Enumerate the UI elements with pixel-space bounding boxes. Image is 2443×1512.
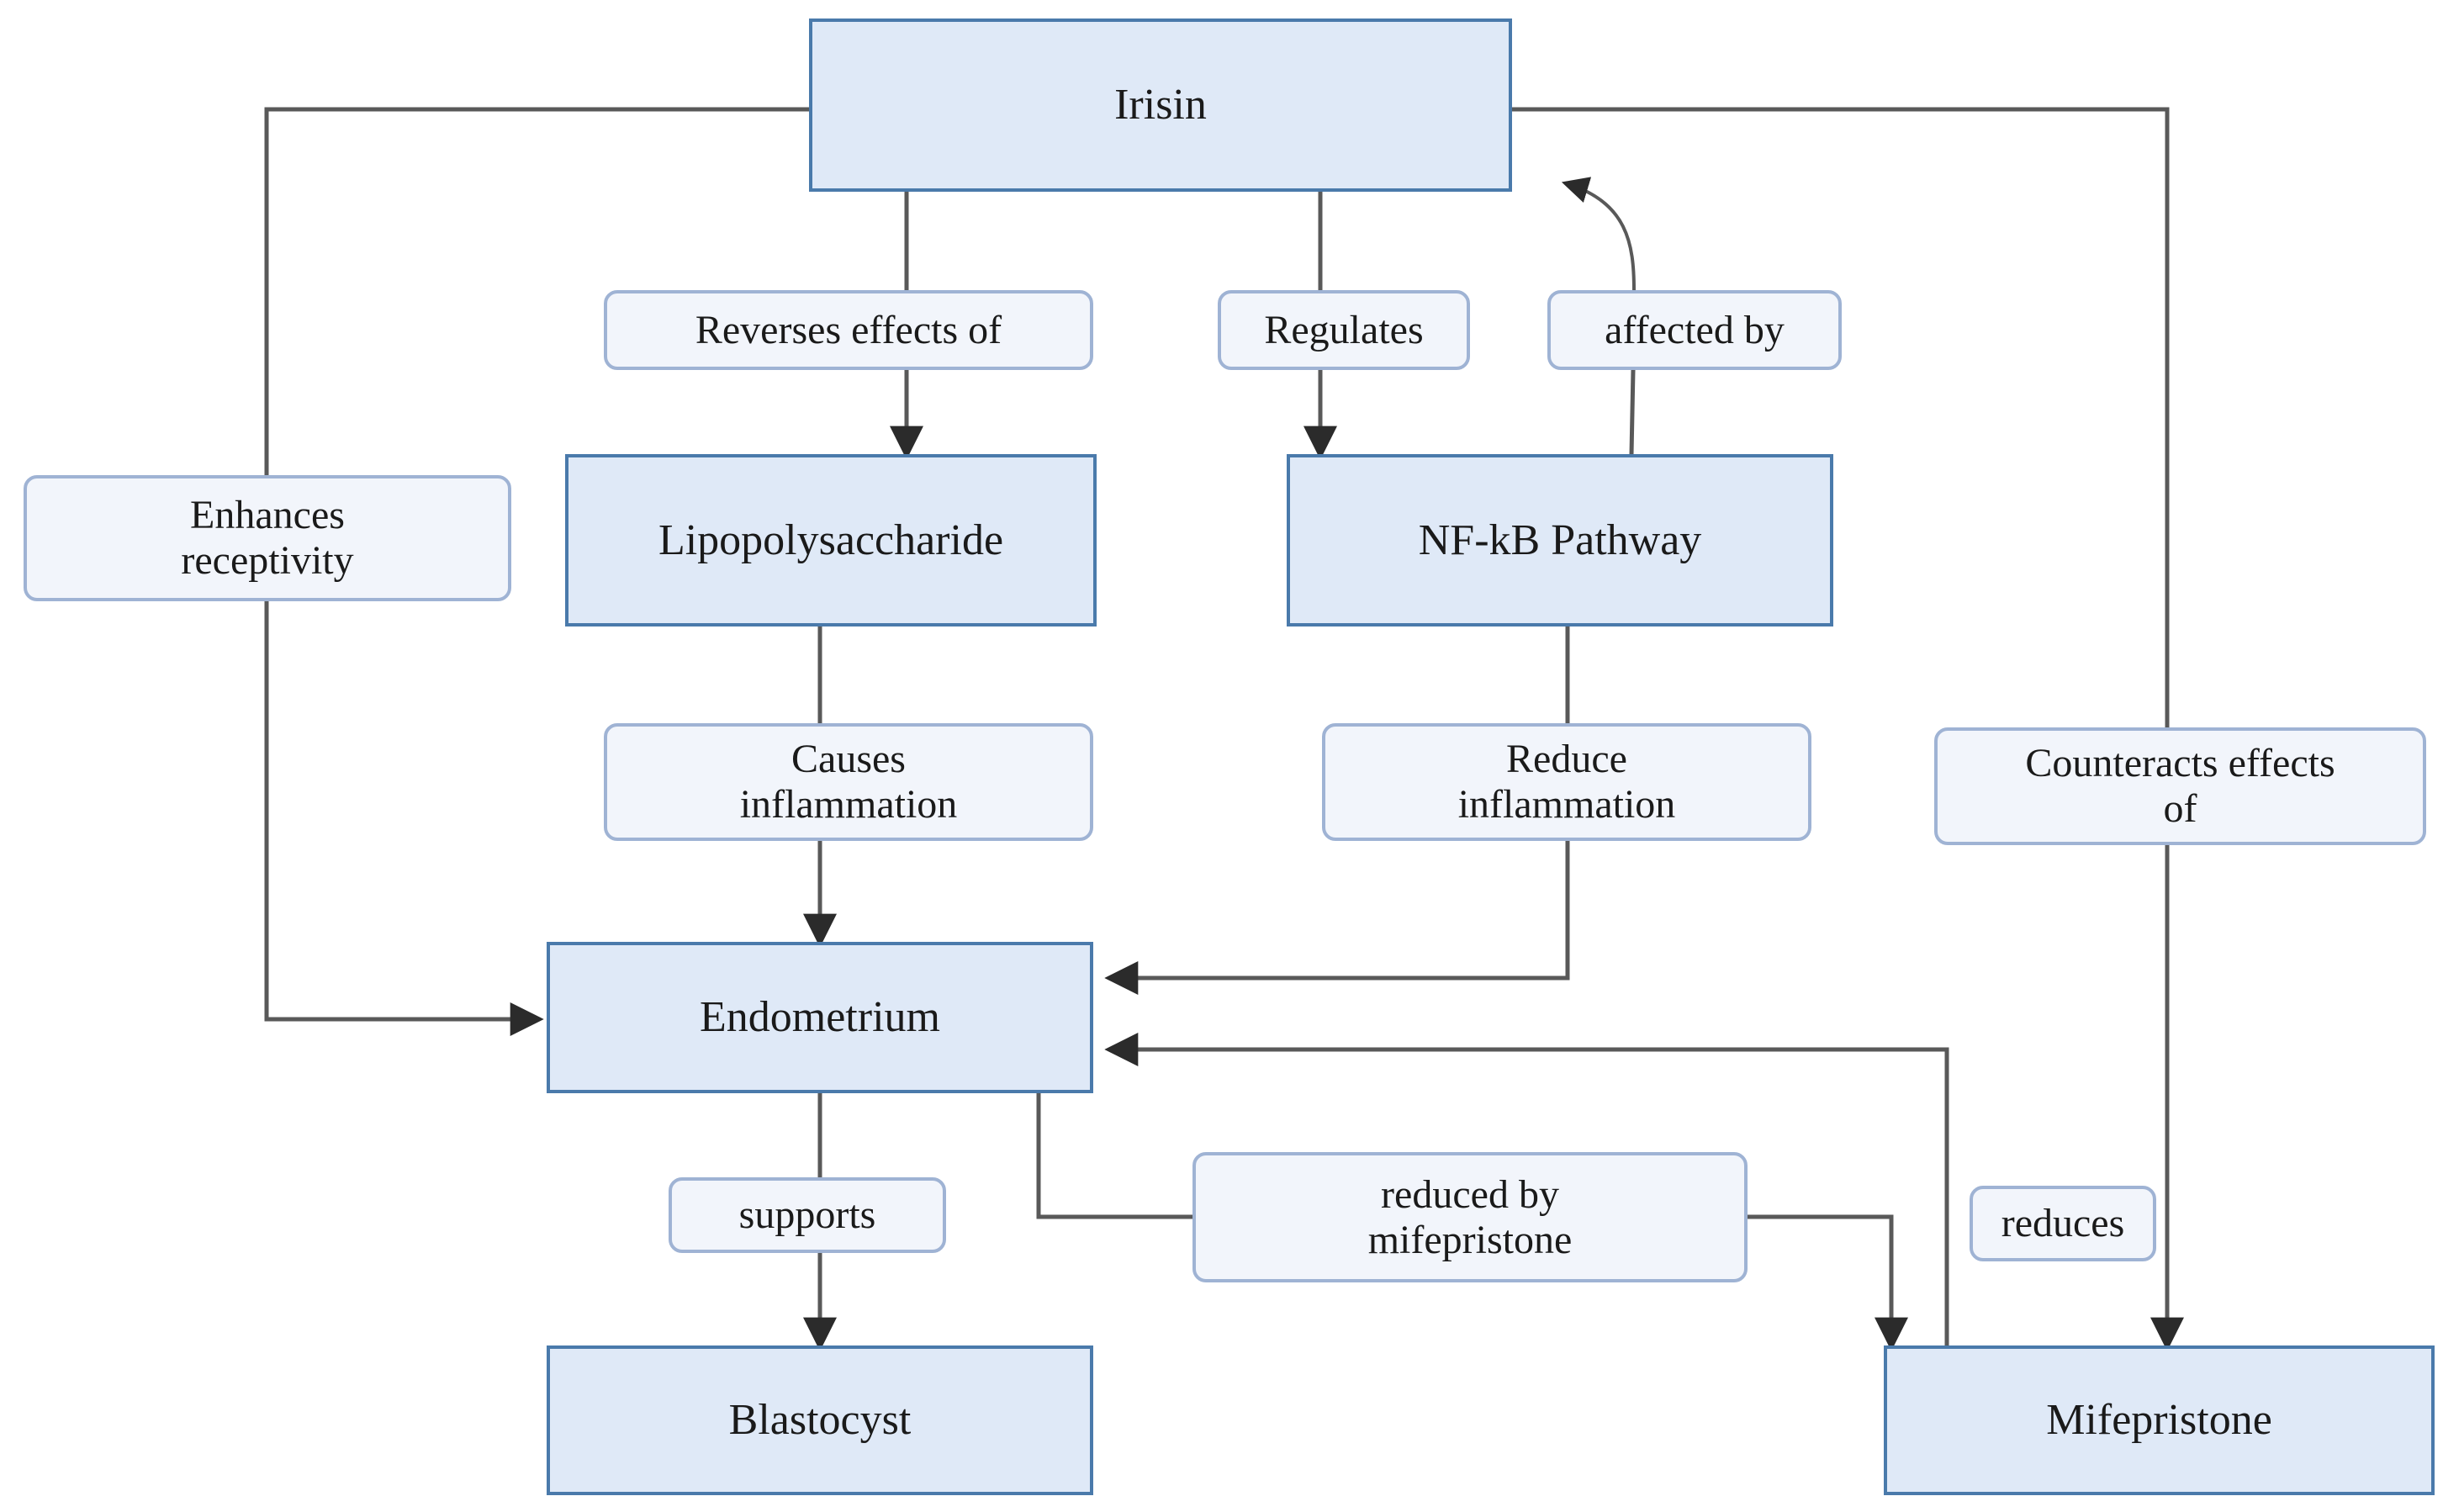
node-nfkb-pathway-label: NF-kB Pathway (1418, 515, 1702, 564)
node-endometrium-label: Endometrium (700, 993, 940, 1042)
label-reverses-effects-of[interactable]: Reverses effects of (604, 290, 1093, 370)
node-mifepristone-label: Mifepristone (2046, 1396, 2272, 1445)
label-causes-inflammation-line1: Causes (791, 737, 906, 782)
edge-reduce-endometrium (1104, 841, 1570, 995)
node-blastocyst[interactable]: Blastocyst (547, 1345, 1093, 1495)
label-causes-inflammation-line2: inflammation (739, 782, 958, 827)
node-lipopolysaccharide[interactable]: Lipopolysaccharide (565, 454, 1097, 626)
label-affected-by-text: affected by (1605, 307, 1785, 352)
label-reduces[interactable]: reduces (1970, 1186, 2156, 1261)
label-reduce-inflammation-line2: inflammation (1457, 782, 1676, 827)
label-affected-by[interactable]: affected by (1547, 290, 1842, 370)
node-irisin-label: Irisin (1114, 81, 1207, 130)
edge-affectedby-irisin (1561, 177, 1636, 291)
label-enhances-receptivity-line2: receptivity (181, 538, 354, 583)
label-reduced-by-mifepristone[interactable]: reduced by mifepristone (1192, 1152, 1748, 1282)
label-reduce-inflammation-line1: Reduce (1506, 737, 1627, 782)
label-enhances-receptivity[interactable]: Enhances receptivity (24, 475, 511, 601)
label-supports[interactable]: supports (669, 1177, 946, 1253)
label-causes-inflammation[interactable]: Causes inflammation (604, 723, 1093, 841)
label-counteracts-effects-of[interactable]: Counteracts effects of (1934, 727, 2426, 845)
node-irisin[interactable]: Irisin (809, 19, 1512, 192)
label-reduce-inflammation[interactable]: Reduce inflammation (1322, 723, 1811, 841)
label-enhances-receptivity-line1: Enhances (190, 493, 345, 538)
edge-reducedby-mifepristone (1748, 1214, 1908, 1351)
node-blastocyst-label: Blastocyst (728, 1396, 912, 1445)
label-reduced-by-mifepristone-line2: mifepristone (1367, 1217, 1573, 1262)
edge-nfkb-affectedby (1629, 369, 1636, 455)
node-endometrium[interactable]: Endometrium (547, 942, 1093, 1093)
node-nfkb-pathway[interactable]: NF-kB Pathway (1287, 454, 1833, 626)
label-supports-text: supports (738, 1192, 876, 1238)
label-regulates-text: Regulates (1264, 307, 1424, 352)
node-lipopolysaccharide-label: Lipopolysaccharide (658, 515, 1004, 564)
node-mifepristone[interactable]: Mifepristone (1884, 1345, 2435, 1495)
label-reverses-effects-of-text: Reverses effects of (695, 307, 1002, 352)
label-reduced-by-mifepristone-line1: reduced by (1381, 1171, 1559, 1217)
edge-endometrium-reducedby (1036, 1093, 1192, 1219)
label-counteracts-effects-of-line1: Counteracts effects (2025, 741, 2335, 786)
label-regulates[interactable]: Regulates (1218, 290, 1470, 370)
edge-irisin-right-rail (1512, 107, 2170, 727)
edge-enhances-to-endometrium (264, 601, 544, 1036)
label-reduces-text: reduces (2001, 1201, 2125, 1246)
label-counteracts-effects-of-line2: of (2163, 786, 2197, 831)
